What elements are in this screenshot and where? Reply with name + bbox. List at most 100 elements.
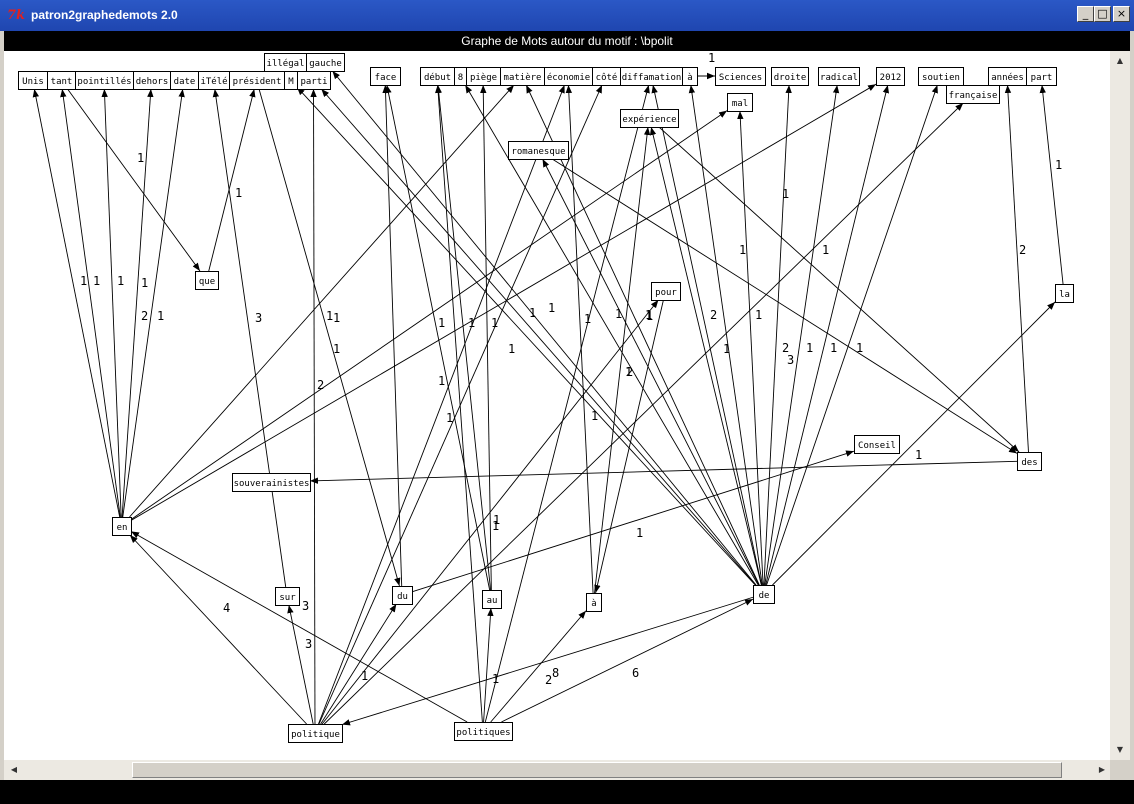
node-part[interactable]: part	[1026, 67, 1057, 86]
node-du[interactable]: du	[392, 586, 413, 605]
node-itele[interactable]: iTélé	[198, 71, 230, 90]
node-sur[interactable]: sur	[275, 587, 300, 606]
node-face[interactable]: face	[370, 67, 401, 86]
node-unis[interactable]: Unis	[18, 71, 48, 90]
scroll-right-arrow-icon[interactable]: ▶	[1098, 765, 1106, 774]
node-que[interactable]: que	[195, 271, 219, 290]
graph-edge	[212, 88, 287, 588]
node-label: années	[991, 72, 1024, 83]
graph-edge	[651, 84, 762, 586]
node-label: gauche	[309, 59, 342, 69]
node-label: piège	[470, 72, 497, 83]
node-annees[interactable]: années	[988, 67, 1027, 86]
node-pointilles[interactable]: pointillés	[75, 71, 134, 90]
status-bar	[0, 780, 1134, 804]
node-droite[interactable]: droite	[771, 67, 809, 86]
node-dehors[interactable]: dehors	[133, 71, 171, 90]
node-piege[interactable]: piège	[466, 67, 501, 86]
scroll-down-arrow-icon[interactable]: ▼	[1116, 745, 1124, 754]
node-romanesque[interactable]: romanesque	[508, 141, 569, 160]
scroll-left-arrow-icon[interactable]: ◀	[10, 765, 18, 774]
graph-edge	[542, 158, 760, 586]
node-label: expérience	[622, 114, 676, 125]
node-pour[interactable]: pour	[651, 282, 681, 301]
node-label: Conseil	[858, 441, 896, 451]
graph-edge	[411, 450, 855, 593]
node-de[interactable]: de	[753, 585, 775, 604]
edge-weight-label: 2	[626, 365, 633, 379]
node-label: dehors	[136, 77, 169, 87]
close-button[interactable]: ×	[1113, 6, 1130, 22]
node-tant[interactable]: tant	[47, 71, 76, 90]
node-politique[interactable]: politique	[288, 724, 343, 743]
maximize-button[interactable]: □	[1094, 6, 1111, 22]
node-a_top[interactable]: à	[682, 67, 698, 86]
graph-header: Graphe de Mots autour du motif : \bpolit	[4, 31, 1130, 51]
edge-weight-label: 1	[333, 342, 340, 356]
edge-weight-label: 2	[710, 308, 717, 322]
title-bar[interactable]: 7k patron2graphedemots 2.0 _ □ ×	[0, 0, 1134, 31]
graph-title: Graphe de Mots autour du motif : \bpolit	[461, 34, 673, 48]
node-matiere[interactable]: matière	[500, 67, 545, 86]
node-mal[interactable]: mal	[727, 93, 753, 112]
node-radical[interactable]: radical	[818, 67, 860, 86]
edge-weight-label: 1	[333, 311, 340, 325]
edge-weight-label: 1	[117, 274, 124, 288]
node-experience[interactable]: expérience	[620, 109, 679, 128]
node-sciences[interactable]: Sciences	[715, 67, 766, 86]
node-label: de	[759, 591, 770, 601]
node-souverainistes[interactable]: souverainistes	[232, 473, 311, 492]
node-politiques[interactable]: politiques	[454, 722, 513, 741]
minimize-button[interactable]: _	[1077, 6, 1094, 22]
graph-edge	[341, 596, 754, 726]
node-en[interactable]: en	[112, 517, 132, 536]
node-2012[interactable]: 2012	[876, 67, 905, 86]
graph-edge	[464, 84, 759, 586]
graph-edge	[501, 598, 754, 723]
node-label: au	[487, 596, 498, 606]
graph-edge	[1039, 84, 1064, 285]
node-illegal[interactable]: illégal	[264, 53, 307, 72]
node-au[interactable]: au	[482, 590, 502, 609]
node-8[interactable]: 8	[454, 67, 467, 86]
graph-edge	[551, 158, 1018, 454]
node-label: politiques	[456, 728, 510, 738]
node-conseil[interactable]: Conseil	[854, 435, 900, 454]
node-label: en	[117, 523, 128, 533]
graph-edge	[323, 102, 964, 725]
graph-edge	[121, 88, 154, 518]
node-diffamation[interactable]: diffamation	[620, 67, 683, 86]
edge-weight-label: 1	[493, 513, 500, 527]
horizontal-scroll-thumb[interactable]	[132, 762, 1062, 778]
node-m[interactable]: M	[284, 71, 298, 90]
node-a_low[interactable]: à	[586, 593, 602, 612]
edge-weight-label: 1	[591, 409, 598, 423]
node-label: diffamation	[622, 73, 682, 83]
graph-edge	[101, 88, 122, 518]
graph-edge	[737, 110, 764, 586]
horizontal-scrollbar[interactable]: ◀ ▶	[4, 760, 1110, 780]
scroll-up-arrow-icon[interactable]: ▲	[1116, 56, 1124, 65]
node-soutien[interactable]: soutien	[918, 67, 964, 86]
edge-weight-label: 1	[508, 342, 515, 356]
node-date[interactable]: date	[170, 71, 199, 90]
node-gauche[interactable]: gauche	[306, 53, 345, 72]
graph-edge	[258, 88, 401, 587]
vertical-scrollbar[interactable]: ▲ ▼	[1110, 51, 1130, 760]
node-economie[interactable]: économie	[544, 67, 593, 86]
graph-edge	[129, 534, 307, 725]
node-des[interactable]: des	[1017, 452, 1042, 471]
node-parti[interactable]: parti	[297, 71, 331, 90]
node-cote[interactable]: côté	[592, 67, 621, 86]
edge-weight-label: 1	[625, 365, 632, 379]
node-francaise[interactable]: française	[946, 85, 1000, 104]
edge-weight-label: 1	[492, 519, 499, 533]
node-la[interactable]: la	[1055, 284, 1074, 303]
node-president[interactable]: président	[229, 71, 285, 90]
node-debut[interactable]: début	[420, 67, 455, 86]
node-label: romanesque	[511, 147, 565, 157]
graph-edge	[382, 84, 403, 587]
graph-edge	[483, 607, 494, 723]
